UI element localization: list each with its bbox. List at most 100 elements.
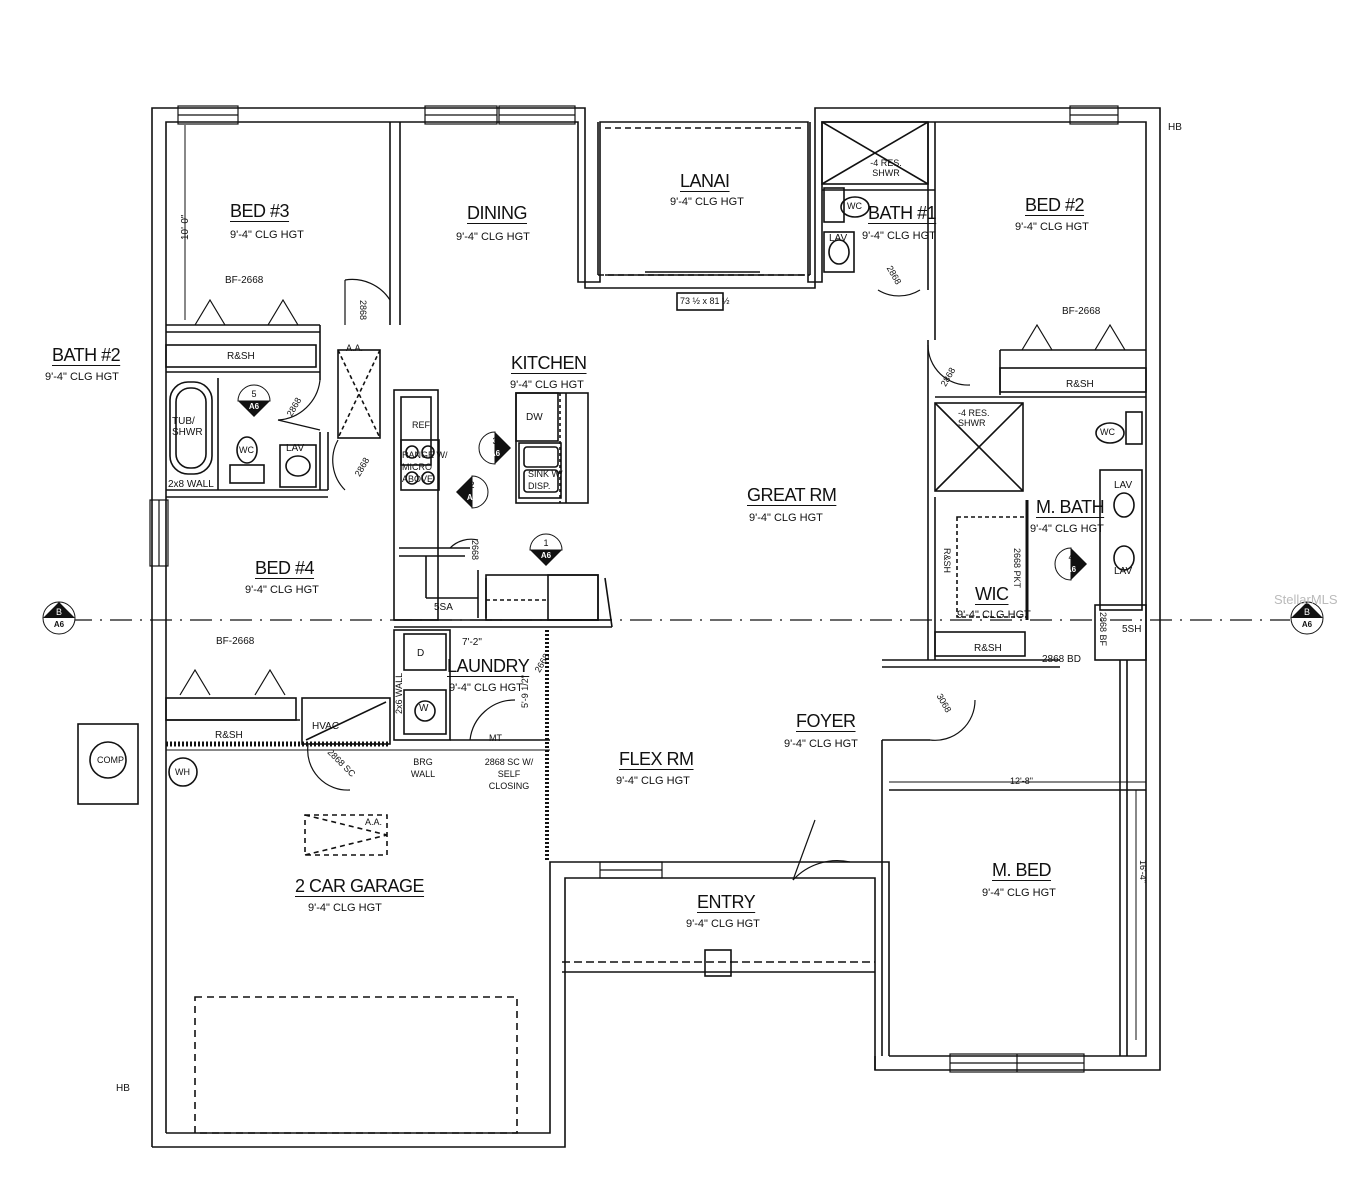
section-marker-4-sheet: A6	[1065, 565, 1077, 574]
compressor-label: COMP	[97, 755, 124, 765]
ceiling-height-dining: 9'-4" CLG HGT	[456, 231, 530, 243]
pantry-shelf: 5SA	[434, 602, 453, 613]
dim-bed3-width: 10'-0"	[180, 214, 191, 240]
dim-16-4: 16'-4"	[1138, 860, 1148, 883]
section-marker-3: 3 A6	[478, 431, 512, 465]
compressor-pad	[77, 723, 139, 805]
section-marker-3-id: 3	[492, 436, 498, 446]
room-name-bed4: BED #4	[255, 558, 315, 578]
bearing-wall-label: BRG WALL	[410, 757, 436, 779]
wc-m-bath: WC	[1100, 427, 1115, 437]
building-section-left-id: B	[55, 607, 62, 617]
ceiling-height-foyer: 9'-4" CLG HGT	[784, 738, 858, 750]
lav-bath2: LAV	[286, 443, 305, 454]
ceiling-height-garage: 9'-4" CLG HGT	[308, 902, 382, 914]
dim-12-8: 12'-8"	[1010, 776, 1033, 786]
rod-shelf-wic: R&SH	[974, 643, 1002, 654]
hvac-label: HVAC	[312, 721, 340, 732]
door-2868-bd: 2868 BD	[1042, 654, 1081, 665]
section-marker-5-sheet: A6	[248, 402, 260, 411]
section-marker-4-id: 4	[1068, 552, 1074, 562]
ceiling-height-bath1: 9'-4" CLG HGT	[862, 230, 936, 242]
building-section-right-id: B	[1303, 607, 1310, 617]
rod-shelf-bed4: R&SH	[215, 730, 243, 741]
section-marker-1-sheet: A6	[540, 551, 552, 560]
windows	[149, 105, 1119, 1073]
mop-tub-label: MT	[489, 733, 502, 743]
attic-access-hall: A.A.	[346, 343, 364, 353]
room-name-bed3: BED #3	[230, 201, 290, 221]
section-marker-2-sheet: A6	[466, 493, 478, 502]
ceiling-height-wic: 9'-4" CLG HGT	[957, 609, 1031, 621]
room-name-bed2: BED #2	[1025, 195, 1085, 215]
shower-bath1: -4 RES. SHWR	[870, 158, 902, 178]
lanai-outline	[597, 122, 811, 276]
pocket-door-wic: 2668 PKT	[1012, 548, 1022, 589]
rod-shelf-bed2: R&SH	[1066, 379, 1094, 390]
room-name-flex-rm: FLEX RM	[619, 749, 694, 769]
building-section-left-sheet: A6	[53, 620, 65, 629]
room-name-laundry: LAUNDRY	[447, 656, 530, 676]
closet-door-bed2: BF-2668	[1062, 306, 1101, 317]
washer-label: W	[419, 703, 429, 714]
lav-m-bath-2: LAV	[1114, 566, 1133, 577]
section-marker-1-id: 1	[543, 538, 549, 548]
hose-bib-bottom: HB	[116, 1083, 130, 1094]
room-name-bath2: BATH #2	[52, 345, 121, 365]
room-name-bath1: BATH #1	[868, 203, 937, 223]
window-tag	[676, 292, 724, 311]
wall-2x8: 2x8 WALL	[168, 479, 214, 490]
hose-bib-top: HB	[1168, 122, 1182, 133]
refrigerator-label: REF	[412, 420, 430, 430]
section-marker-4: 4 A6	[1054, 547, 1088, 581]
room-name-great-rm: GREAT RM	[747, 485, 837, 505]
room-name-garage: 2 CAR GARAGE	[295, 876, 425, 896]
exterior-walls	[151, 107, 1161, 1148]
water-heater-label: WH	[175, 767, 190, 777]
tub-shower-label: TUB/ SHWR	[172, 416, 203, 438]
building-section-right-sheet: A6	[1301, 620, 1313, 629]
closet-door-bed3: BF-2668	[225, 275, 264, 286]
range-label: RANGE W/ MICRO ABOVE	[402, 450, 448, 484]
section-marker-2: 2 A6	[455, 475, 489, 509]
door-2868-bf: 2868 BF	[1098, 612, 1108, 647]
interior-walls	[165, 121, 1147, 1134]
self-closing-door-label: 2868 SC W/ SELF CLOSING	[484, 757, 534, 791]
mls-watermark: StellarMLS	[1274, 592, 1338, 607]
ceiling-height-bath2: 9'-4" CLG HGT	[45, 371, 119, 383]
room-name-m-bath: M. BATH	[1036, 497, 1105, 517]
closet-door-bed4: BF-2668	[216, 636, 255, 647]
wc-bath1: WC	[847, 201, 862, 211]
section-marker-2-id: 2	[469, 480, 475, 490]
room-name-entry: ENTRY	[697, 892, 756, 912]
ceiling-height-m-bath: 9'-4" CLG HGT	[1030, 523, 1104, 535]
section-marker-5-id: 5	[251, 389, 257, 399]
rod-shelf-bed3: R&SH	[227, 351, 255, 362]
wc-bath2: WC	[239, 445, 254, 455]
dishwasher-label: DW	[526, 412, 543, 423]
ceiling-height-kitchen: 9'-4" CLG HGT	[510, 379, 584, 391]
room-name-kitchen: KITCHEN	[511, 353, 587, 373]
ceiling-height-flex-rm: 9'-4" CLG HGT	[616, 775, 690, 787]
ceiling-height-m-bed: 9'-4" CLG HGT	[982, 887, 1056, 899]
lav-bath1: LAV	[829, 233, 848, 244]
sink-label: SINK W/ DISP.	[528, 469, 563, 491]
lav-m-bath-1: LAV	[1114, 480, 1133, 491]
section-marker-1: 1 A6	[529, 533, 563, 567]
section-marker-5: 5 A6	[237, 384, 271, 418]
ceiling-height-entry: 9'-4" CLG HGT	[686, 918, 760, 930]
shelf-m-bath: 5SH	[1122, 624, 1142, 635]
section-marker-3-sheet: A6	[489, 449, 501, 458]
door-2068-pantry: 2668	[470, 540, 480, 561]
ceiling-height-great-rm: 9'-4" CLG HGT	[749, 512, 823, 524]
room-name-dining: DINING	[467, 203, 528, 223]
room-name-wic: WIC	[975, 584, 1009, 604]
building-section-marker-left: B A6	[42, 601, 76, 635]
rod-shelf-wic-side: R&SH	[942, 548, 952, 574]
wall-2x6: 2x6 WALL	[394, 672, 404, 714]
building-section-marker-right: B A6	[1290, 601, 1324, 635]
door-swings	[179, 278, 1126, 881]
ceiling-height-lanai: 9'-4" CLG HGT	[670, 196, 744, 208]
ceiling-height-bed4: 9'-4" CLG HGT	[245, 584, 319, 596]
